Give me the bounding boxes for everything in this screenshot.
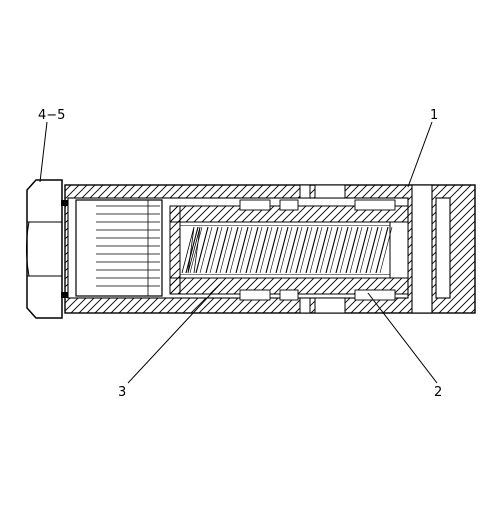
callout-label-plug-nut-seal: 4−5: [38, 108, 66, 123]
callout-label-sleeve: 2: [434, 385, 443, 400]
leader-line-3: [127, 281, 223, 384]
callout-label-valve-body: 1: [430, 108, 439, 123]
hex-plug-nut: [26, 179, 68, 319]
leader-lines: [39, 121, 438, 384]
spring: [180, 225, 393, 275]
sleeve: [169, 199, 409, 301]
leader-line-2: [367, 292, 438, 384]
callout-label-spool-spring: 3: [118, 385, 127, 400]
threaded-plug: [75, 199, 163, 297]
leader-line-4-5: [39, 121, 48, 183]
leader-line-1: [407, 121, 433, 188]
